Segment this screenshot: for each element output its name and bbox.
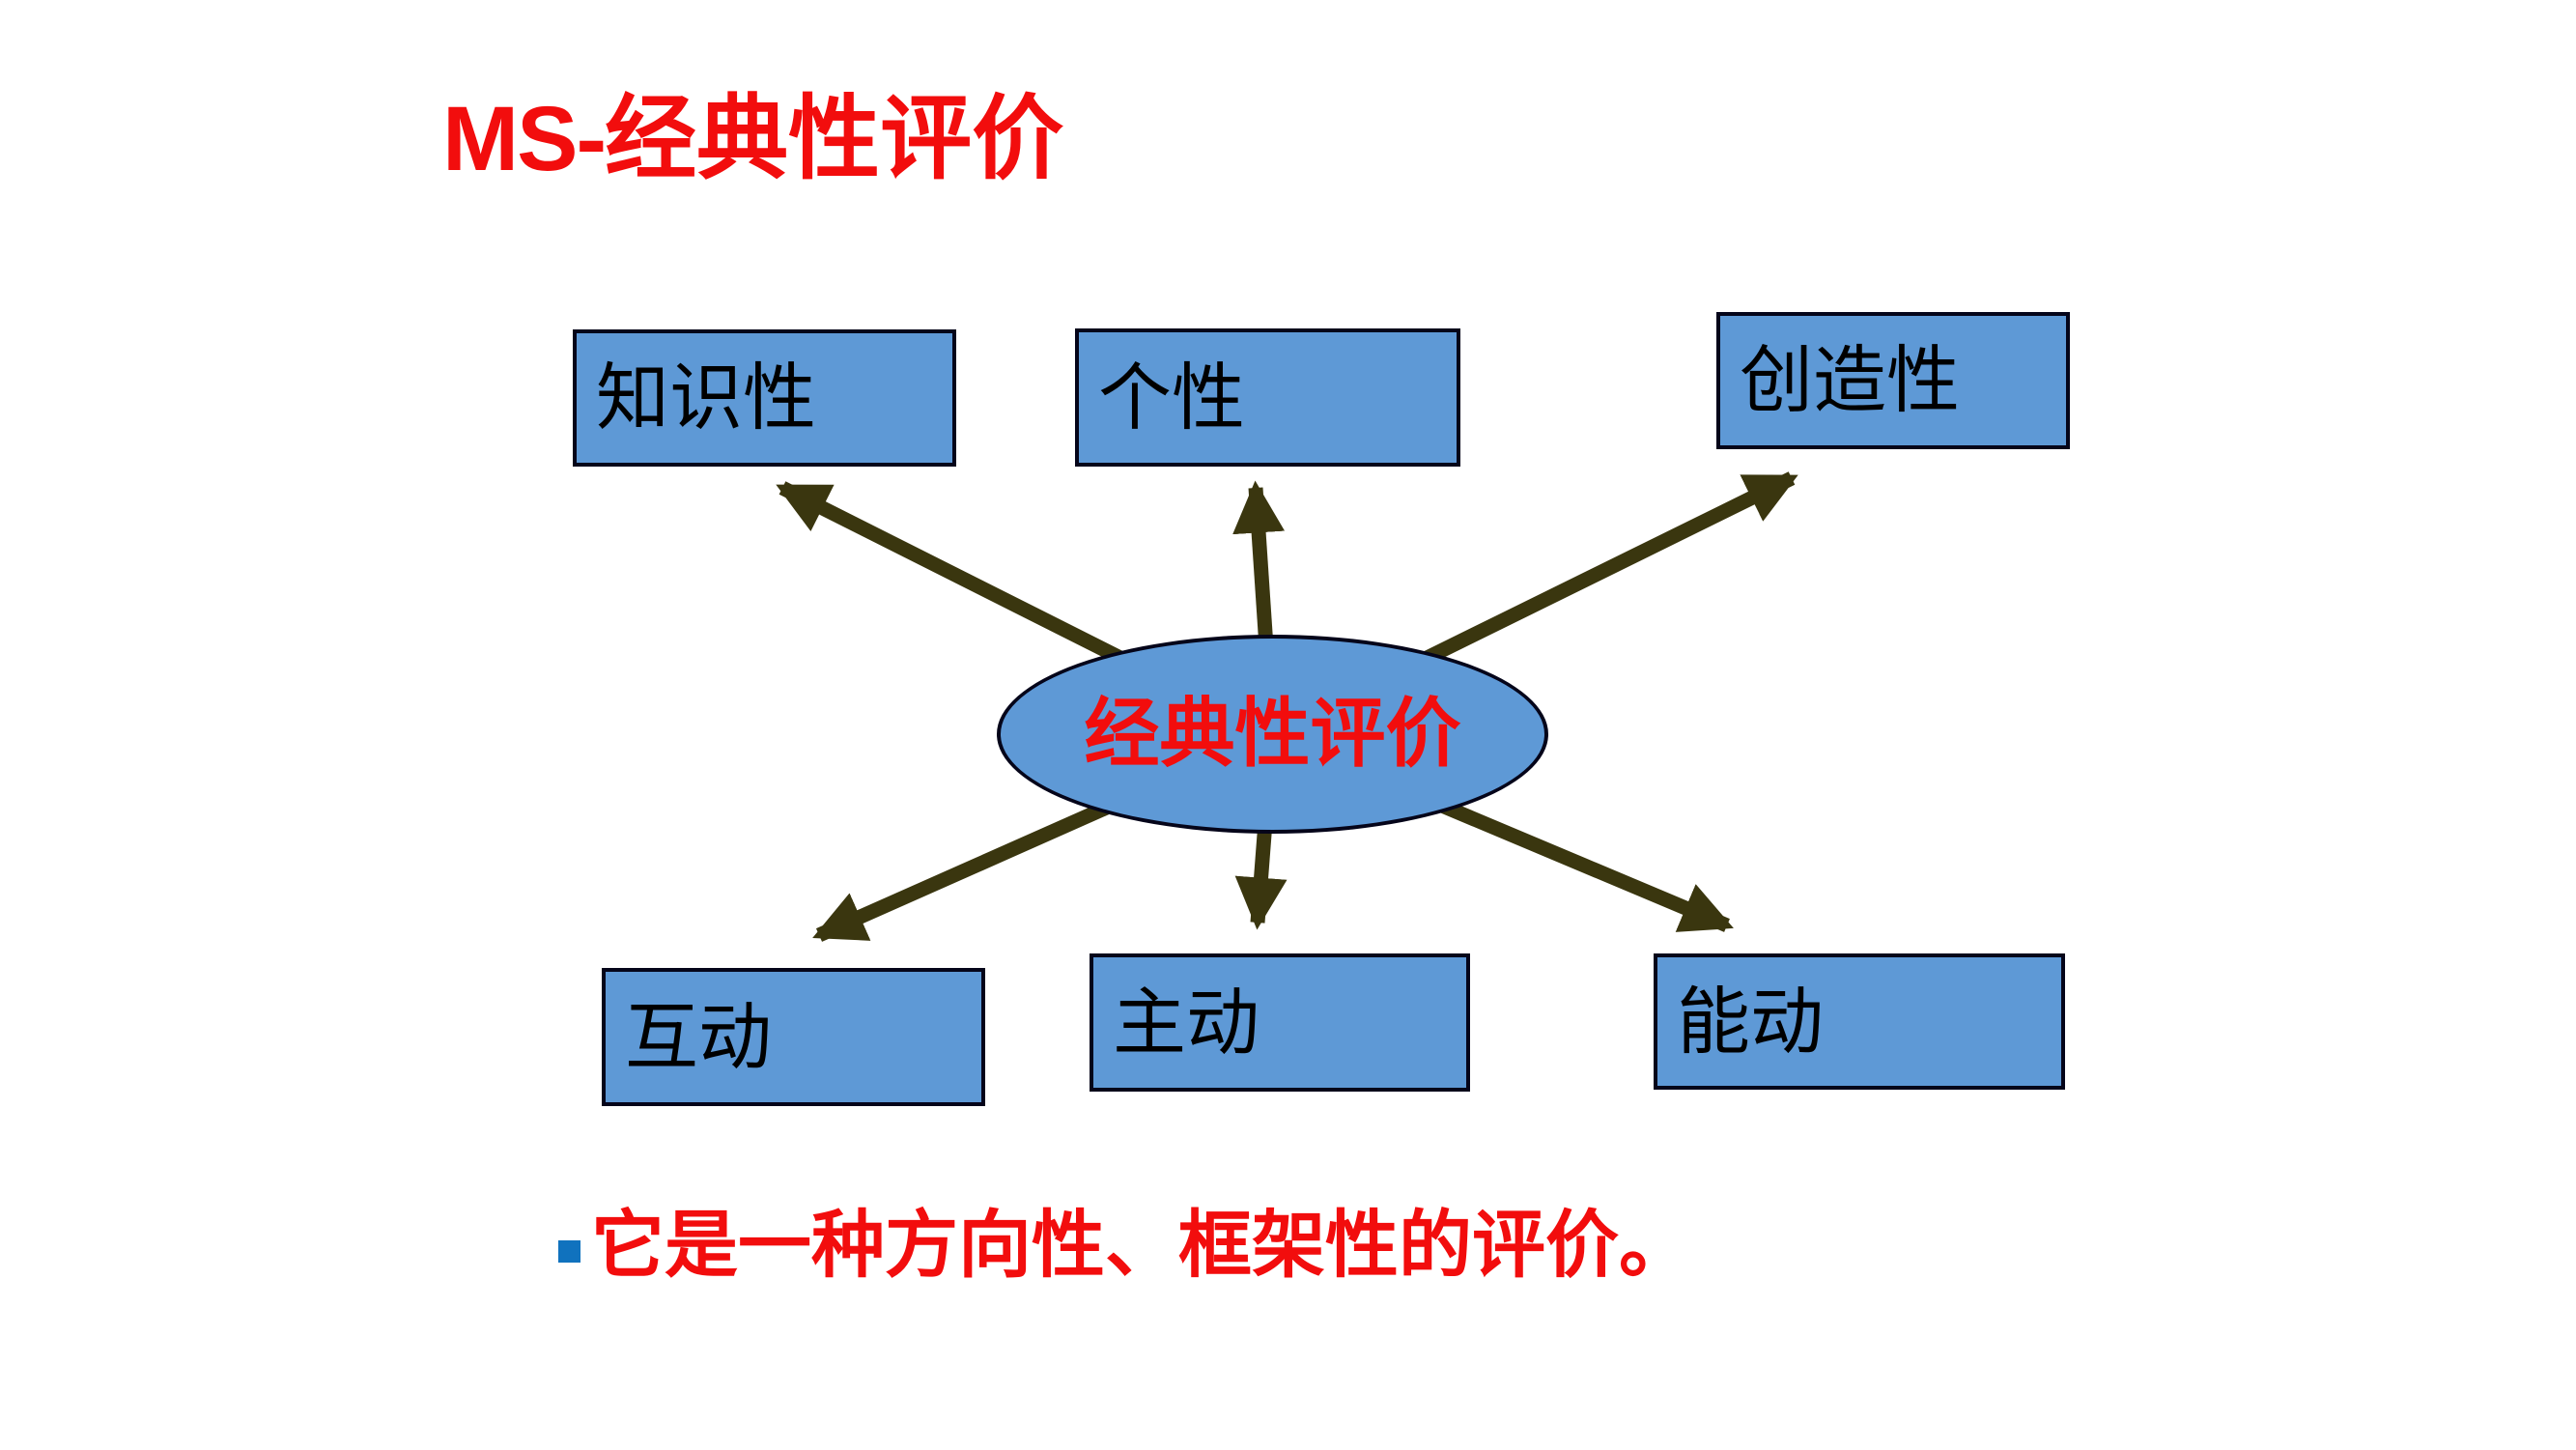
node-initiative-label: 主动 [1113, 979, 1260, 1066]
node-personality-label: 个性 [1098, 354, 1245, 441]
footnote: 它是一种方向性、框架性的评价。 [558, 1198, 1692, 1294]
node-agency: 能动 [1654, 953, 2065, 1090]
center-ellipse: 经典性评价 [997, 635, 1548, 834]
node-initiative: 主动 [1090, 953, 1470, 1092]
footnote-text: 它是一种方向性、框架性的评价。 [591, 1202, 1692, 1288]
node-knowledge-label: 知识性 [596, 355, 816, 441]
node-creativity: 创造性 [1716, 312, 2070, 449]
page-title-prefix: MS- [442, 88, 607, 190]
bullet-square-icon [558, 1240, 580, 1263]
page-title: MS-经典性评价 [442, 93, 1063, 185]
node-agency-label: 能动 [1677, 978, 1824, 1065]
node-personality: 个性 [1075, 328, 1460, 467]
node-creativity-label: 创造性 [1740, 337, 1960, 423]
page-title-suffix: 经典性评价 [605, 85, 1064, 192]
node-interaction: 互动 [602, 968, 985, 1106]
node-interaction-label: 互动 [625, 993, 772, 1080]
node-knowledge: 知识性 [573, 329, 956, 467]
center-ellipse-label: 经典性评价 [1084, 690, 1461, 778]
